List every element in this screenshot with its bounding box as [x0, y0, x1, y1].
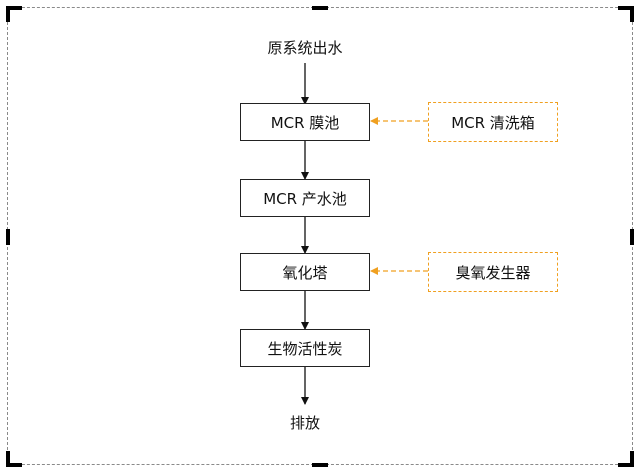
resize-handle-bottom-left[interactable]	[6, 463, 22, 467]
resize-handle-top-left[interactable]	[6, 6, 10, 22]
resize-handle-bottom-left[interactable]	[6, 451, 10, 467]
resize-handle-bottom-right[interactable]	[618, 463, 634, 467]
resize-handle-bottom[interactable]	[312, 463, 328, 467]
start-label: 原系统出水	[267, 39, 343, 57]
resize-handle-top-left[interactable]	[6, 6, 22, 10]
step-mcr-product-tank[interactable]: MCR 产水池	[240, 179, 370, 217]
side-ozone-generator[interactable]: 臭氧发生器	[428, 252, 558, 292]
resize-handle-top-right[interactable]	[630, 6, 634, 22]
step-mcr-membrane-tank[interactable]: MCR 膜池	[240, 103, 370, 141]
resize-handle-bottom-right[interactable]	[630, 451, 634, 467]
resize-handle-right[interactable]	[630, 229, 634, 245]
end-label: 排放	[289, 414, 321, 432]
resize-handle-top-right[interactable]	[618, 6, 634, 10]
side-mcr-cleaning-tank[interactable]: MCR 清洗箱	[428, 102, 558, 142]
step-oxidation-tower[interactable]: 氧化塔	[240, 253, 370, 291]
resize-handle-top[interactable]	[312, 6, 328, 10]
resize-handle-left[interactable]	[6, 229, 10, 245]
step-biological-activated-carbon[interactable]: 生物活性炭	[240, 329, 370, 367]
